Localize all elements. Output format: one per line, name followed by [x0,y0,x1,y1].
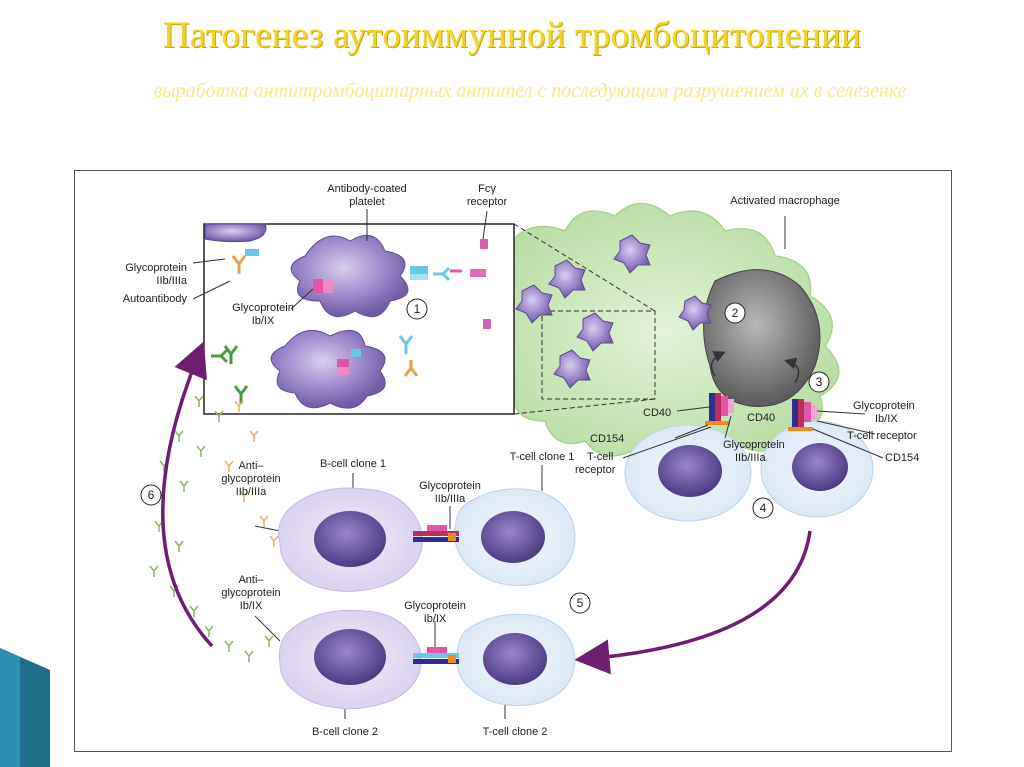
label-gp-ib-ix-bt-1: Glycoprotein [404,600,466,612]
label-anti-gp-ib-ix-3: Ib/IX [240,600,263,612]
label-gp-ib-ix-1: Glycoprotein [232,302,294,314]
label-gp-iib-iiia-1: Glycoprotein [125,262,187,274]
step-2-marker: 2 [724,302,746,324]
label-gp-ib-ix-2: Ib/IX [252,315,275,327]
label-gp-iib-iiia-2: IIb/IIIa [156,275,187,287]
t-cell-clone-2 [456,613,576,707]
step-6-marker: 6 [140,484,162,506]
label-gp-iib-iiia-bt-2: IIb/IIIa [435,493,466,505]
bt-bridge [413,525,459,664]
svg-text:1: 1 [414,302,421,316]
step-5-marker: 5 [569,592,591,614]
slide-title: Патогенез аутоиммунной тромбоцитопении [162,15,862,56]
slide-subtitle: выработка антитромбоцитарных антител с п… [153,80,907,102]
label-b-clone-1: B-cell clone 1 [320,458,386,470]
activation-arrow [574,530,812,675]
leader-lines [192,209,884,719]
svg-text:4: 4 [760,501,767,515]
label-gp-ib-ix-right-1: Glycoprotein [853,400,915,412]
b-cell-clone-1 [278,487,423,592]
fc-receptor-icon [470,239,491,329]
b-cell-clone-2 [278,609,422,710]
platelet [515,234,712,389]
step-4-marker: 4 [752,497,774,519]
svg-text:3: 3 [816,375,823,389]
label-gp-iib-iiia-mid-1: Glycoprotein [723,439,785,451]
svg-text:5: 5 [577,596,584,610]
label-activated-macrophage: Activated macrophage [730,195,839,207]
glycoprotein-receptor [245,249,428,375]
label-b-clone-2: B-cell clone 2 [312,726,378,738]
label-antibody-coated-platelet-1: Antibody-coated [327,183,407,195]
label-tcr-left-2: receptor [575,464,616,476]
t-cell-clone-1 [454,488,576,586]
corner-decoration [0,648,50,767]
label-anti-gp-iib-iiia-2: glycoprotein [221,473,280,485]
label-cd40-right: CD40 [747,412,775,424]
label-autoantibody: Autoantibody [123,293,188,305]
label-tcr-right: T-cell receptor [847,430,917,442]
label-gp-ib-ix-right-2: Ib/IX [875,413,898,425]
t-cell-presenting-left [624,424,752,522]
step-markers: 1 2 3 4 5 6 [140,298,830,614]
label-antibody-coated-platelet-2: platelet [349,196,384,208]
label-anti-gp-ib-ix-2: glycoprotein [221,587,280,599]
label-t-clone-1: T-cell clone 1 [510,451,575,463]
label-gp-iib-iiia-bt-1: Glycoprotein [419,480,481,492]
platelet [290,234,409,318]
step-3-marker: 3 [808,371,830,393]
label-gp-iib-iiia-mid-2: IIb/IIIa [735,452,766,464]
label-fc-receptor-2: receptor [467,196,508,208]
t-cell-presenting-right [760,420,874,518]
label-fc-receptor-1: Fcγ [478,183,496,195]
label-anti-gp-iib-iiia-3: IIb/IIIa [236,486,267,498]
svg-text:2: 2 [732,306,739,320]
svg-text:6: 6 [148,488,155,502]
pathogenesis-figure: 1 2 3 4 5 6 [74,170,952,752]
label-gp-ib-ix-bt-2: Ib/IX [424,613,447,625]
zoom-region [541,310,656,400]
pathogenesis-diagram: 1 2 3 4 5 6 [123,183,919,738]
label-cd40-left: CD40 [643,407,671,419]
label-cd154-right: CD154 [885,452,919,464]
label-anti-gp-ib-ix-1: Anti– [238,574,264,586]
label-cd154-left: CD154 [590,433,624,445]
label-tcr-left-1: T-cell [587,451,613,463]
feedback-arrow [161,341,214,648]
activated-macrophage [484,202,840,462]
label-anti-gp-iib-iiia-1: Anti– [238,460,264,472]
autoantibody-icon [211,255,462,404]
step-1-marker: 1 [406,298,428,320]
label-t-clone-2: T-cell clone 2 [483,726,548,738]
antibody-cloud [149,395,279,662]
